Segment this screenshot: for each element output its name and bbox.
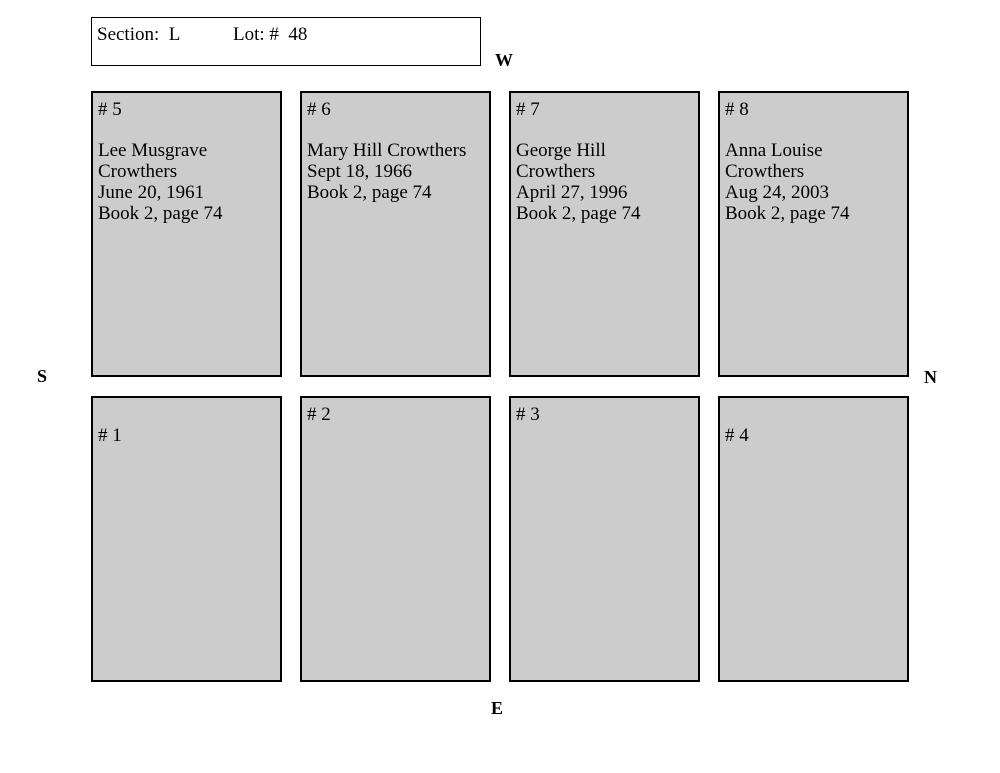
section-label: Section: L [97, 24, 181, 45]
burial-name-line-2: Crowthers [98, 161, 178, 182]
plot-5: # 5 Lee Musgrave Crowthers June 20, 1961… [91, 91, 282, 377]
plot-number: # 2 [307, 404, 331, 425]
burial-record: Book 2, page 74 [516, 203, 641, 224]
burial-info: Anna Louise Crowthers Aug 24, 2003 Book … [725, 140, 903, 224]
burial-name-line-2: Crowthers [725, 161, 805, 182]
burial-name-line-1: Anna Louise [725, 140, 823, 161]
plot-number: # 5 [98, 99, 122, 120]
burial-date: June 20, 1961 [98, 182, 205, 203]
burial-record: Book 2, page 74 [725, 203, 850, 224]
plot-number: # 1 [98, 425, 122, 446]
lot-label: Lot: # 48 [233, 24, 308, 45]
burial-date: Aug 24, 2003 [725, 182, 829, 203]
plot-6: # 6 Mary Hill Crowthers Sept 18, 1966 Bo… [300, 91, 491, 377]
burial-name-line-1: Mary Hill Crowthers [307, 140, 467, 161]
plot-number: # 3 [516, 404, 540, 425]
plot-number: # 6 [307, 99, 331, 120]
plot-8: # 8 Anna Louise Crowthers Aug 24, 2003 B… [718, 91, 909, 377]
plot-number: # 8 [725, 99, 749, 120]
section-lot-header: Section: L Lot: # 48 [91, 17, 481, 66]
burial-record: Book 2, page 74 [307, 182, 432, 203]
plot-4: # 4 [718, 396, 909, 682]
plot-number: # 7 [516, 99, 540, 120]
compass-east: E [491, 698, 504, 718]
plot-number: # 4 [725, 425, 749, 446]
burial-name-line-1: Lee Musgrave [98, 140, 208, 161]
burial-date: April 27, 1996 [516, 182, 628, 203]
compass-south: S [37, 366, 48, 386]
burial-record: Book 2, page 74 [98, 203, 223, 224]
burial-name-line-1: George Hill [516, 140, 606, 161]
burial-info: Mary Hill Crowthers Sept 18, 1966 Book 2… [307, 140, 485, 203]
compass-north: N [924, 367, 937, 387]
burial-name-line-2: Crowthers [516, 161, 596, 182]
compass-west: W [495, 50, 513, 70]
burial-info: Lee Musgrave Crowthers June 20, 1961 Boo… [98, 140, 276, 224]
plot-3: # 3 [509, 396, 700, 682]
burial-date: Sept 18, 1966 [307, 161, 413, 182]
burial-info: George Hill Crowthers April 27, 1996 Boo… [516, 140, 694, 224]
plot-7: # 7 George Hill Crowthers April 27, 1996… [509, 91, 700, 377]
plot-1: # 1 [91, 396, 282, 682]
plot-2: # 2 [300, 396, 491, 682]
